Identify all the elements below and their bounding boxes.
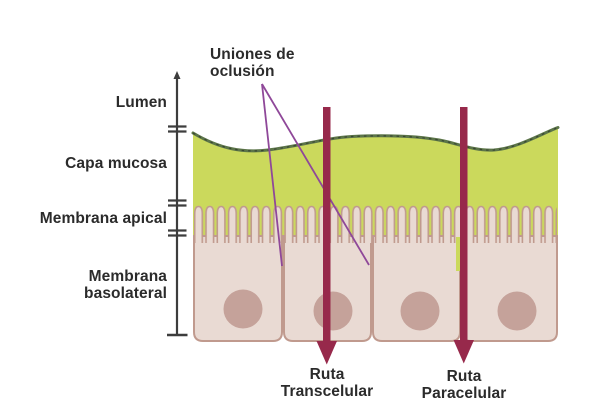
lumen-label: Lumen	[115, 94, 167, 111]
basolateral-membrane-label: Membrana basolateral	[84, 268, 167, 302]
tight-junction-pointer-right	[261, 83, 370, 266]
paracellular-arrow-shaft	[460, 107, 468, 342]
nucleus-3	[400, 291, 440, 331]
tight-junctions-label: Uniones de oclusión	[210, 46, 295, 80]
scale-top-cap	[173, 71, 181, 79]
nucleus-4	[497, 291, 537, 331]
transcellular-route-label: Ruta Transcelular	[280, 366, 374, 400]
nucleus-1	[223, 289, 263, 329]
microvilli-band	[193, 201, 557, 243]
paracellular-route-arrow	[453, 107, 474, 364]
transcellular-arrow-head	[316, 341, 337, 365]
paracellular-arrow-head	[453, 340, 474, 364]
tight-junction-pointers	[261, 83, 370, 267]
transcellular-arrow-shaft	[323, 107, 331, 343]
paracellular-gap-mucus	[456, 237, 462, 271]
paracellular-route-label: Ruta Paracelular	[421, 368, 507, 402]
mucous-layer-top-edge-dashes	[192, 126, 559, 152]
transcellular-route-arrow	[316, 107, 337, 365]
apical-membrane-label: Membrana apical	[39, 210, 167, 227]
mucous-layer-label: Capa mucosa	[65, 155, 167, 172]
nucleus-2	[313, 291, 353, 331]
layer-scale	[167, 71, 188, 337]
tight-junction-pointer-left	[261, 83, 283, 267]
